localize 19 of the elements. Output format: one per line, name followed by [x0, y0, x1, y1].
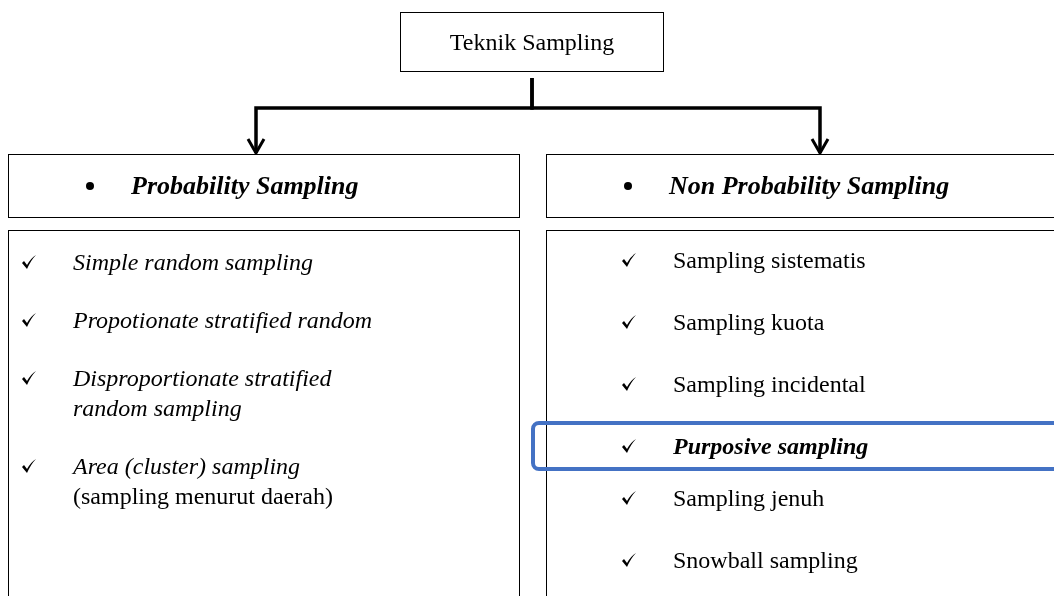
list-item: Simple random sampling: [73, 248, 313, 277]
list-item: Area (cluster) sampling (sampling menurut daerah): [73, 452, 334, 511]
highlight-box: [531, 421, 1054, 471]
arrow: [530, 78, 830, 155]
list-item: Sampling kuota: [673, 308, 825, 337]
category-box: [546, 154, 1054, 218]
list-item: Sampling sistematis: [673, 246, 866, 275]
category-title: Probability Sampling: [131, 171, 359, 201]
root-box: [400, 12, 664, 72]
box-title: Teknik Sampling: [449, 28, 615, 57]
list-item: Disproportionate stratified random sampling: [73, 364, 333, 423]
list-item: Purposive sampling: [673, 432, 869, 461]
list-item: Propotionate stratified random: [73, 306, 373, 335]
category-box: [8, 154, 520, 218]
list-item: Sampling incidental: [673, 370, 866, 399]
list-box: [8, 230, 520, 596]
list-item: Snowball sampling: [673, 546, 858, 575]
category-title: Non Probability Sampling: [669, 171, 950, 201]
list-item: Sampling jenuh: [673, 484, 825, 513]
